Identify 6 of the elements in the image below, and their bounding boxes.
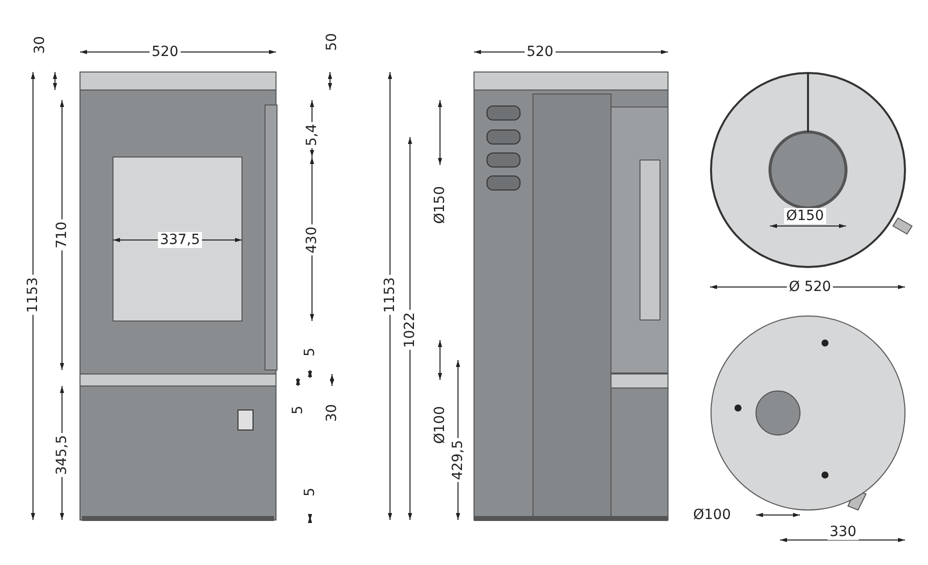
dimension-label: 429,5 [450, 438, 466, 482]
dimension-label: 345,5 [54, 432, 70, 478]
dimension-label: 5,4 [304, 122, 320, 148]
dimension-label: 330 [828, 524, 858, 540]
dimension-label: 337,5 [158, 232, 202, 248]
dimension-label: Ø150 [784, 208, 826, 224]
